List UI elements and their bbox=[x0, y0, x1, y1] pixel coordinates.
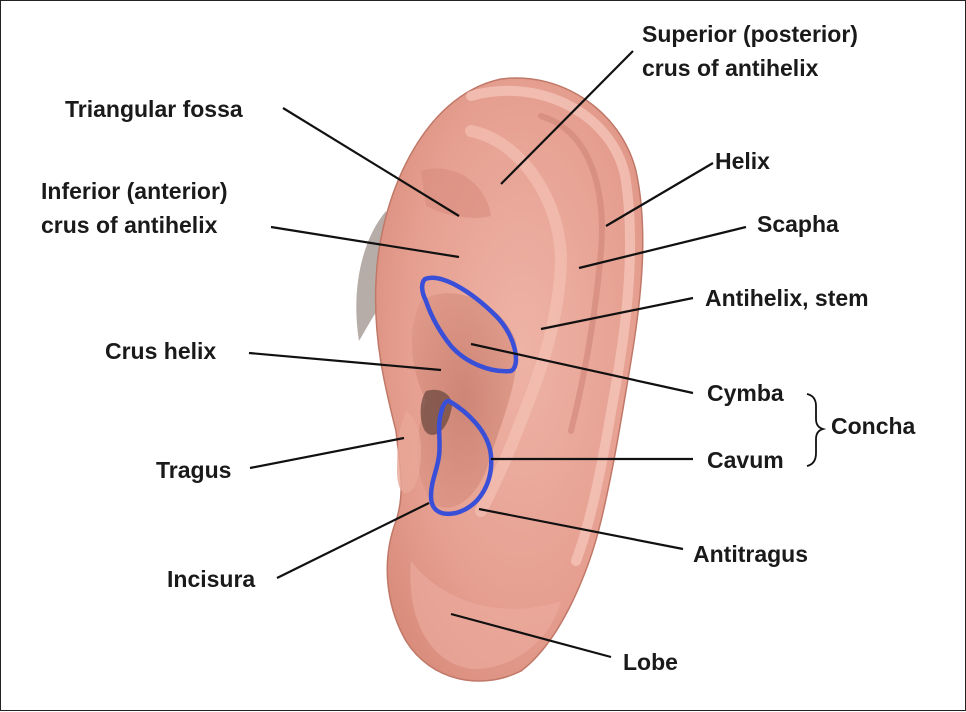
concha-brace bbox=[806, 393, 827, 467]
label-lobe: Lobe bbox=[623, 649, 678, 675]
leader-lobe bbox=[450, 612, 612, 659]
leader-cymba bbox=[470, 342, 694, 395]
leader-tragus bbox=[249, 436, 405, 470]
leader-triangular-fossa bbox=[282, 107, 460, 217]
label-cymba: Cymba bbox=[707, 380, 784, 406]
label-concha: Concha bbox=[831, 413, 916, 439]
tragus-bump bbox=[397, 411, 422, 494]
leader-inferior-crus bbox=[270, 225, 460, 259]
helix-rim bbox=[466, 85, 636, 566]
label-tragus: Tragus bbox=[156, 457, 232, 483]
leader-antitragus bbox=[478, 507, 684, 551]
label-antihelix-stem: Antihelix, stem bbox=[705, 285, 869, 311]
scapha-groove bbox=[538, 113, 605, 434]
cymba-outline bbox=[419, 275, 519, 374]
cavum-outline bbox=[428, 398, 494, 516]
leader-antihelix-stem bbox=[540, 296, 694, 331]
label-scapha: Scapha bbox=[757, 211, 839, 237]
leader-incisura bbox=[276, 502, 430, 579]
label-helix: Helix bbox=[715, 148, 770, 174]
leader-crus-helix bbox=[248, 351, 442, 372]
triangular-fossa-shade bbox=[421, 168, 491, 218]
leader-scapha bbox=[578, 225, 747, 270]
label-incisura: Incisura bbox=[167, 566, 256, 592]
label-inferior-crus: Inferior (anterior) crus of antihelix bbox=[41, 178, 228, 238]
label-crus-helix: Crus helix bbox=[105, 338, 217, 364]
leader-superior-crus bbox=[500, 50, 634, 185]
label-antitragus: Antitragus bbox=[693, 541, 808, 567]
lobe-shade bbox=[410, 561, 561, 670]
label-cavum: Cavum bbox=[707, 447, 784, 473]
label-triangular-fossa: Triangular fossa bbox=[65, 96, 243, 122]
label-superior-crus: Superior (posterior) crus of antihelix bbox=[642, 21, 858, 81]
leader-helix bbox=[605, 162, 714, 227]
antihelix-ridge bbox=[465, 125, 568, 517]
